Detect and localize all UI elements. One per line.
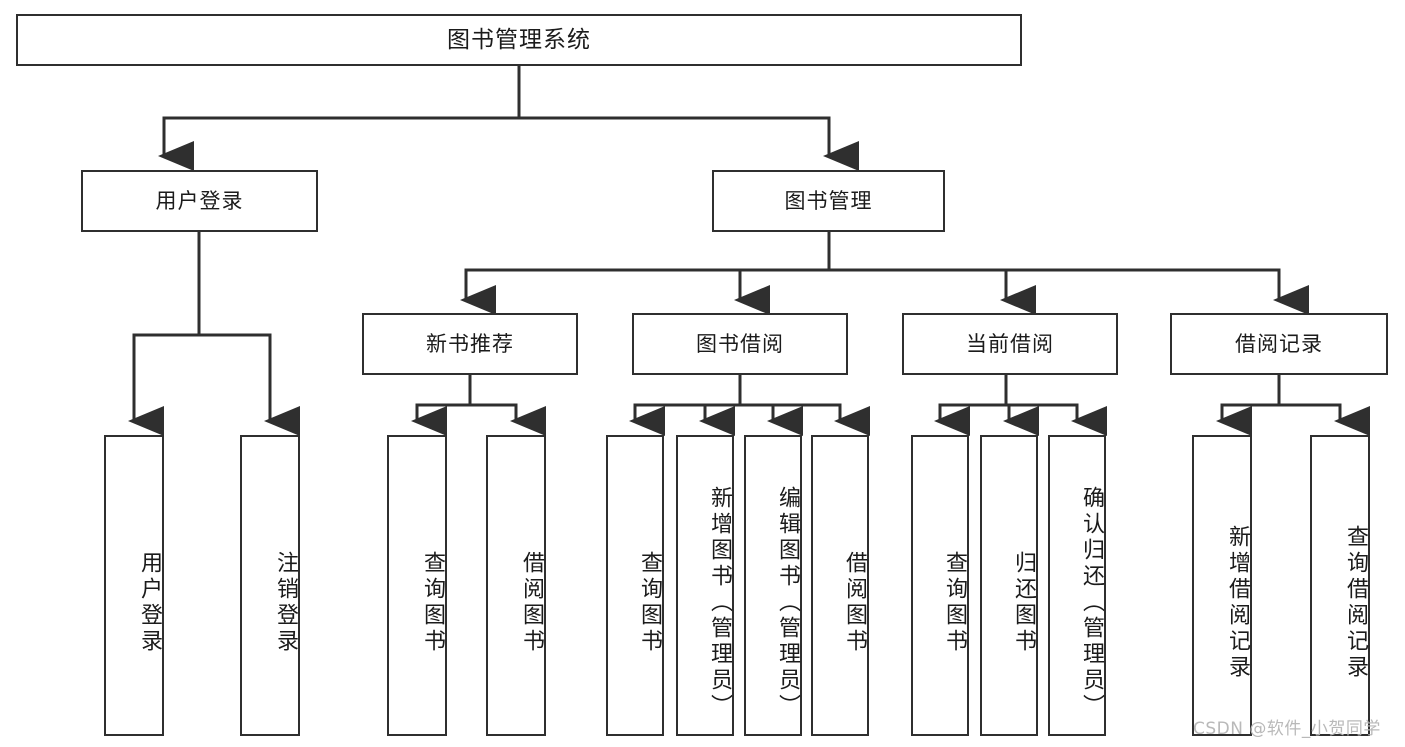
node-user-login[interactable]: 用户登录 [81,170,318,232]
leaf-currentborrow-query-book[interactable]: 查询图书 [911,435,969,736]
leaf-bookborrow-query-book[interactable]: 查询图书 [606,435,664,736]
leaf-newbook-borrow-book[interactable]: 借阅图书 [486,435,546,736]
leaf-currentborrow-return-book[interactable]: 归还图书 [980,435,1038,736]
node-root-system[interactable]: 图书管理系统 [16,14,1022,66]
leaf-borrowrecord-add-record[interactable]: 新增借阅记录 [1192,435,1252,736]
node-label: 用户登录 [155,188,244,213]
node-label: 当前借阅 [966,331,1054,356]
leaf-label: 编辑图书（管理员） [775,485,800,720]
node-borrow-record[interactable]: 借阅记录 [1170,313,1388,375]
leaf-label: 查询图书 [420,550,445,655]
leaf-label: 注销登录 [273,550,298,655]
leaf-label: 查询图书 [942,550,967,655]
node-label: 图书借阅 [696,331,784,356]
node-label: 图书管理系统 [447,26,591,53]
csdn-watermark: CSDN @软件_小贺同学 [1193,719,1381,739]
node-current-borrow[interactable]: 当前借阅 [902,313,1118,375]
leaf-label: 查询图书 [637,550,662,655]
leaf-label: 确认归还（管理员） [1079,485,1104,720]
leaf-borrowrecord-query-record[interactable]: 查询借阅记录 [1310,435,1370,736]
leaf-user-login-logout[interactable]: 注销登录 [240,435,300,736]
leaf-user-login-login[interactable]: 用户登录 [104,435,164,736]
node-book-manage[interactable]: 图书管理 [712,170,945,232]
leaf-bookborrow-borrow-book[interactable]: 借阅图书 [811,435,869,736]
leaf-label: 借阅图书 [842,550,867,655]
leaf-newbook-query-book[interactable]: 查询图书 [387,435,447,736]
node-label: 借阅记录 [1235,331,1323,356]
node-label: 新书推荐 [426,331,514,356]
leaf-label: 归还图书 [1011,550,1036,655]
leaf-label: 新增图书（管理员） [707,485,732,720]
node-book-borrow[interactable]: 图书借阅 [632,313,848,375]
leaf-label: 用户登录 [137,550,162,655]
leaf-label: 借阅图书 [519,550,544,655]
leaf-label: 查询借阅记录 [1343,524,1368,681]
leaf-bookborrow-edit-book-admin[interactable]: 编辑图书（管理员） [744,435,802,736]
node-label: 图书管理 [784,188,873,213]
leaf-label: 新增借阅记录 [1225,524,1250,681]
leaf-currentborrow-confirm-return-admin[interactable]: 确认归还（管理员） [1048,435,1106,736]
leaf-bookborrow-add-book-admin[interactable]: 新增图书（管理员） [676,435,734,736]
node-new-book-recommend[interactable]: 新书推荐 [362,313,578,375]
